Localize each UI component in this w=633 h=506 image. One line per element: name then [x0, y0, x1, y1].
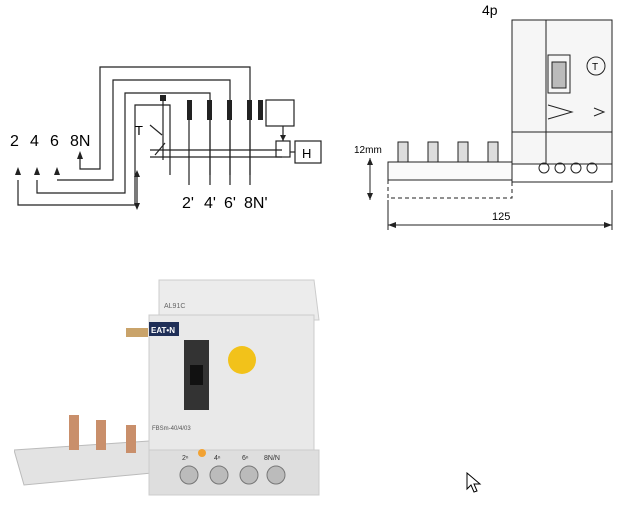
width-label: 125: [492, 211, 510, 223]
terminal-label-2: 4ⁿ: [214, 455, 221, 462]
mouse-pointer-icon: [466, 471, 482, 494]
height-label: 12mm: [354, 145, 382, 156]
brand-label: EAT•N: [151, 326, 175, 335]
top-label: AL91C: [164, 303, 185, 310]
dimension-drawing: 4p: [340, 0, 633, 240]
input-label-6: 6: [50, 133, 59, 150]
terminal-label-1: 2ⁿ: [182, 455, 189, 462]
input-label-8n: 8N: [70, 133, 90, 150]
output-label-4: 4': [204, 195, 216, 212]
output-label-8n: 8N': [244, 195, 268, 212]
terminal-label-3: 6ⁿ: [242, 455, 249, 462]
dimension-svg: 4p: [354, 2, 613, 230]
product-photo: EAT•N AL91C FBSm-40/4/03 2ⁿ 4ⁿ 6ⁿ 8N/N: [13, 270, 334, 500]
wire-in-6: [57, 79, 231, 181]
poles-label: 4p: [482, 2, 498, 18]
wire-in-2: [17, 104, 171, 206]
test-button-glyph: T: [592, 62, 598, 73]
test-button: [228, 346, 256, 374]
trip-label: H: [302, 146, 311, 161]
model-label: FBSm-40/4/03: [152, 426, 191, 432]
input-label-2: 2: [10, 133, 19, 150]
output-label-6: 6': [224, 195, 236, 212]
output-label-2: 2': [182, 195, 194, 212]
wire-in-4: [36, 92, 211, 194]
schematic-svg: 2 4 6 8N 2' 4' 6' 8N' T H: [10, 66, 322, 212]
wiring-schematic: 2 4 6 8N 2' 4' 6' 8N' T H: [0, 55, 330, 215]
wire-in-8n: [79, 66, 251, 175]
product-svg: EAT•N AL91C FBSm-40/4/03 2ⁿ 4ⁿ 6ⁿ 8N/N: [13, 279, 320, 496]
terminal-label-4: 8N/N: [264, 455, 280, 462]
test-label: T: [135, 123, 143, 138]
input-label-4: 4: [30, 133, 39, 150]
